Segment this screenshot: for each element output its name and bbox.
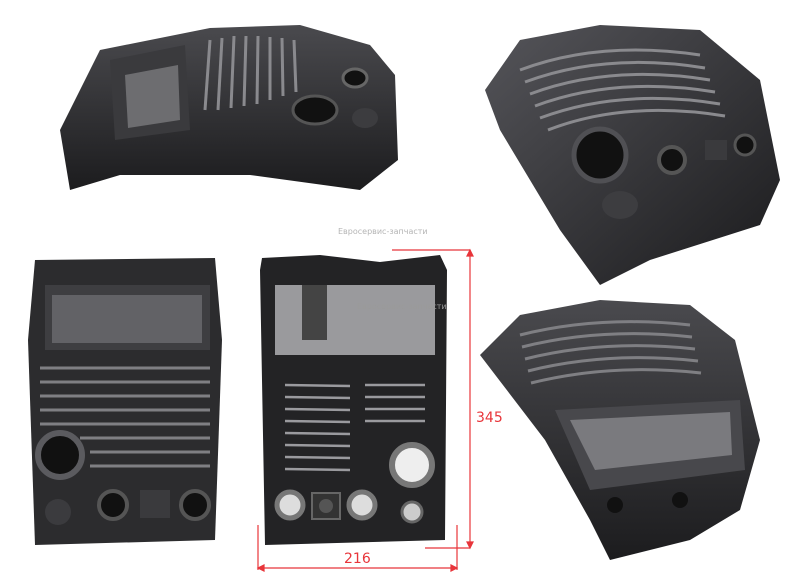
watermark-text-overlay: Евросервис-запчасти xyxy=(357,302,447,311)
view-bottom-right-perspective xyxy=(480,300,760,560)
dimension-height-line xyxy=(392,248,474,550)
dimension-width-line xyxy=(256,525,459,572)
view-back-with-dimensions xyxy=(260,255,447,545)
view-top-left-perspective xyxy=(60,25,398,190)
view-front xyxy=(28,258,222,545)
dimension-width-label: 216 xyxy=(344,551,371,567)
view-top-right-perspective xyxy=(485,25,780,285)
watermark-text: Евросервис-запчасти xyxy=(338,227,428,236)
dimension-height-label: 345 xyxy=(476,410,503,426)
